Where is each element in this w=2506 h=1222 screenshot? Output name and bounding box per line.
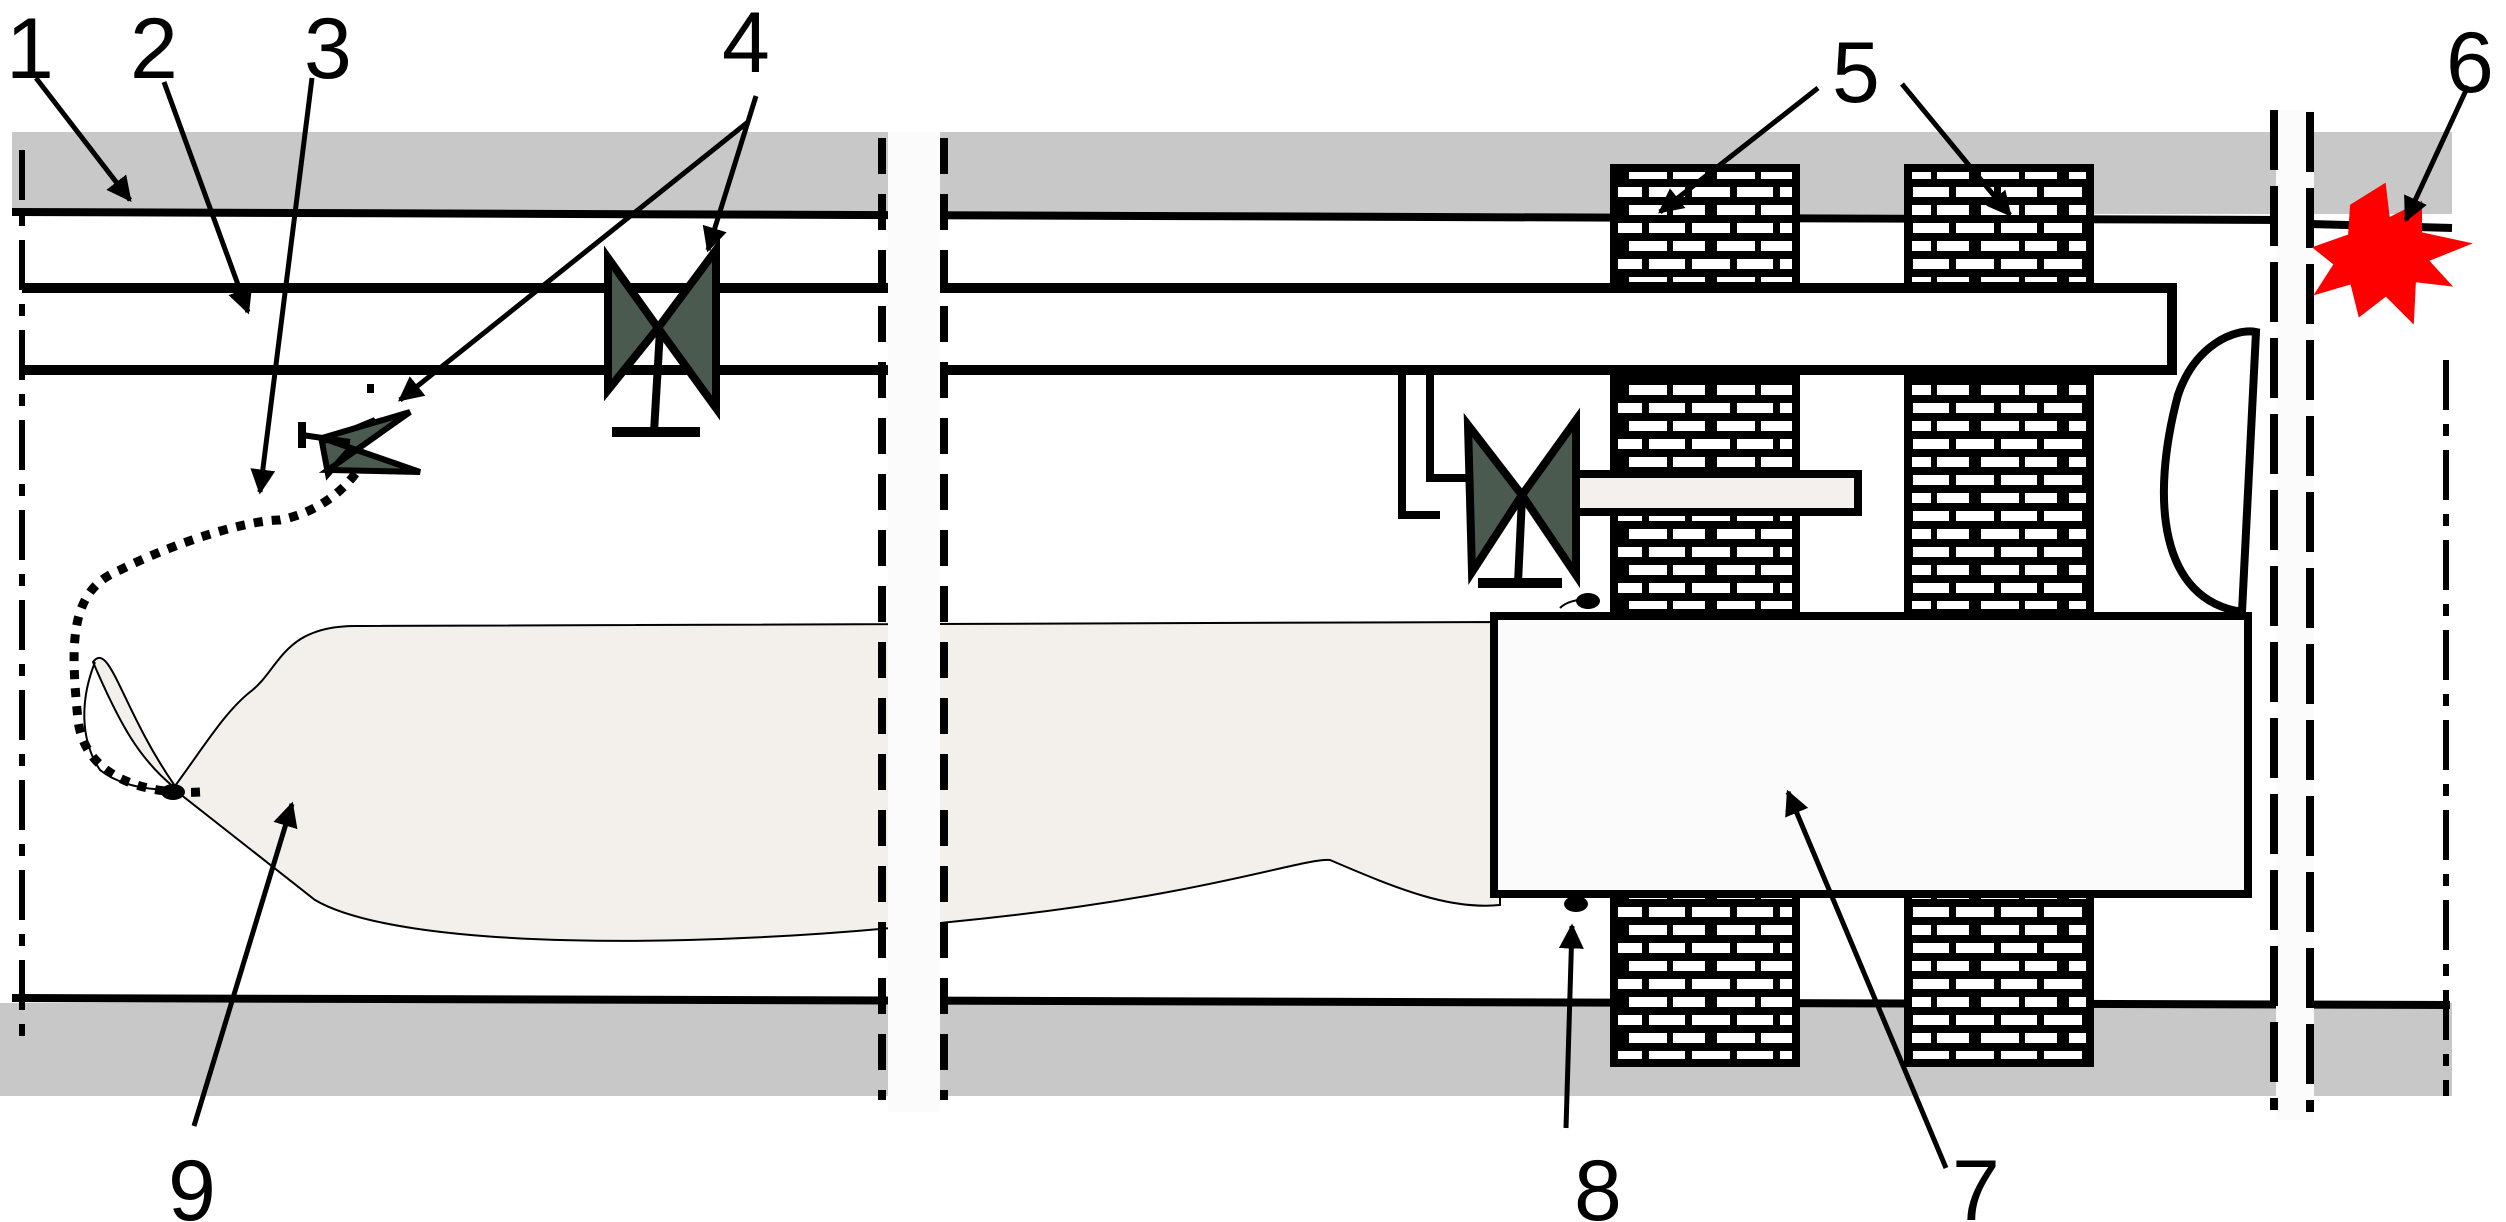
callout-6: 6 (2446, 15, 2494, 111)
callout-2: 2 (130, 1, 178, 97)
leak-valve (298, 384, 421, 481)
branch-valve (1463, 407, 1580, 589)
gas-bag (2159, 327, 2261, 617)
leader-lines (34, 76, 2471, 1169)
callout-7: 7 (1952, 1143, 2000, 1222)
center-lines (19, 150, 2449, 1096)
callout-8: 8 (1574, 1143, 1622, 1222)
pipeline-valve (604, 237, 720, 437)
section-cut-middle (878, 132, 948, 1112)
gas-cloud (91, 620, 1501, 942)
section-cut-right (2270, 110, 2314, 1120)
gas-cloud-wisp (83, 661, 176, 791)
callout-9: 9 (168, 1143, 216, 1222)
callout-1: 1 (6, 1, 54, 97)
brick-stopping-right (1904, 164, 2094, 1067)
leakage-path (69, 448, 373, 797)
callout-3: 3 (304, 1, 352, 97)
sealed-chamber (1490, 612, 2252, 898)
pipeline (22, 283, 2177, 375)
callout-5: 5 (1832, 25, 1880, 121)
callout-4: 4 (722, 0, 770, 91)
